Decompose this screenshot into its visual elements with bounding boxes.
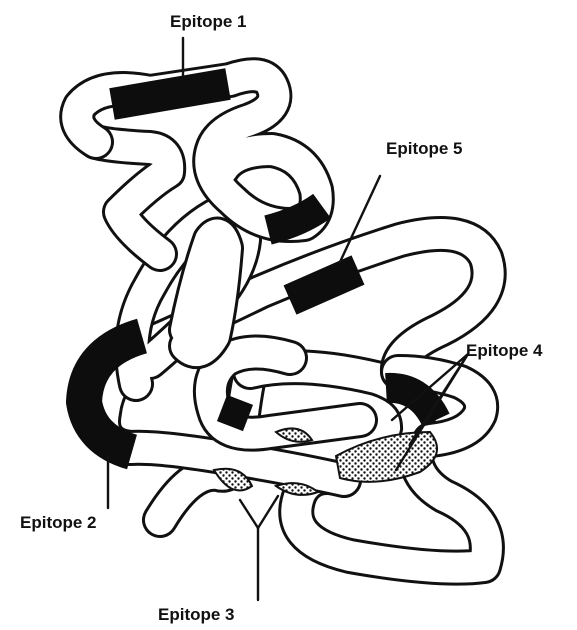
label-epitope-3: Epitope 3 [158, 605, 235, 624]
label-epitope-4: Epitope 4 [466, 341, 543, 360]
chain-segment-fill [96, 142, 168, 254]
chain-segment-fill [186, 235, 226, 352]
label-epitope-2: Epitope 2 [20, 513, 97, 532]
label-epitope-5: Epitope 5 [386, 139, 463, 158]
label-epitope-1: Epitope 1 [170, 12, 247, 31]
epitope-1-region [112, 84, 228, 104]
leader-epitope-3-left [240, 500, 258, 528]
leader-epitope-3-right [258, 496, 278, 528]
